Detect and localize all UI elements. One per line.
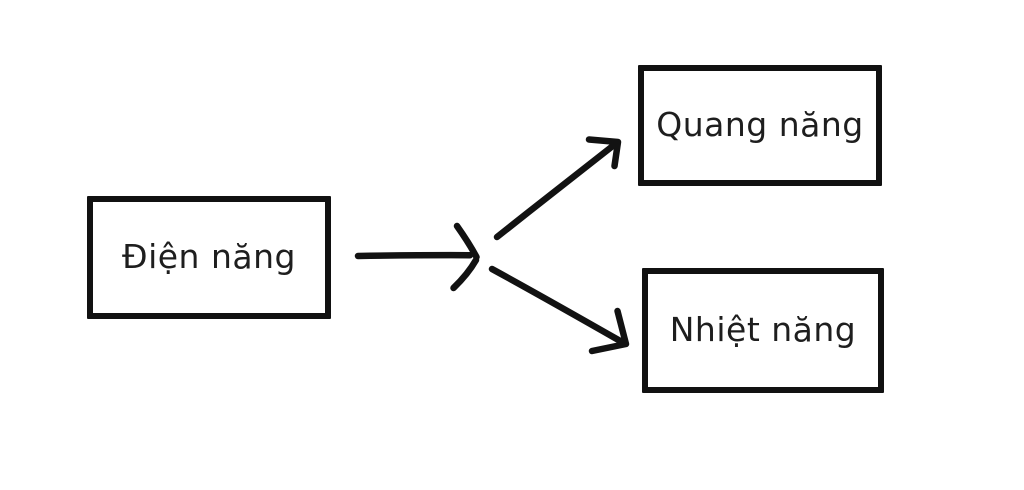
- node-nhiet-nang: Nhiệt năng: [642, 268, 884, 393]
- arrow-to-nhiet-nang-head: [588, 307, 630, 355]
- arrow-main-shaft: [354, 251, 474, 260]
- arrow-to-nhiet-nang-shaft: [488, 265, 626, 346]
- arrow-to-quang-nang-shaft: [493, 141, 618, 241]
- arrow-main-head: [450, 222, 480, 292]
- node-nhiet-nang-label: Nhiệt năng: [669, 310, 857, 349]
- node-quang-nang-label: Quang năng: [656, 105, 864, 144]
- arrow-to-quang-nang-head: [585, 136, 622, 170]
- node-quang-nang: Quang năng: [638, 65, 882, 186]
- node-dien-nang-label: Điện năng: [122, 237, 296, 276]
- node-dien-nang: Điện năng: [87, 196, 331, 319]
